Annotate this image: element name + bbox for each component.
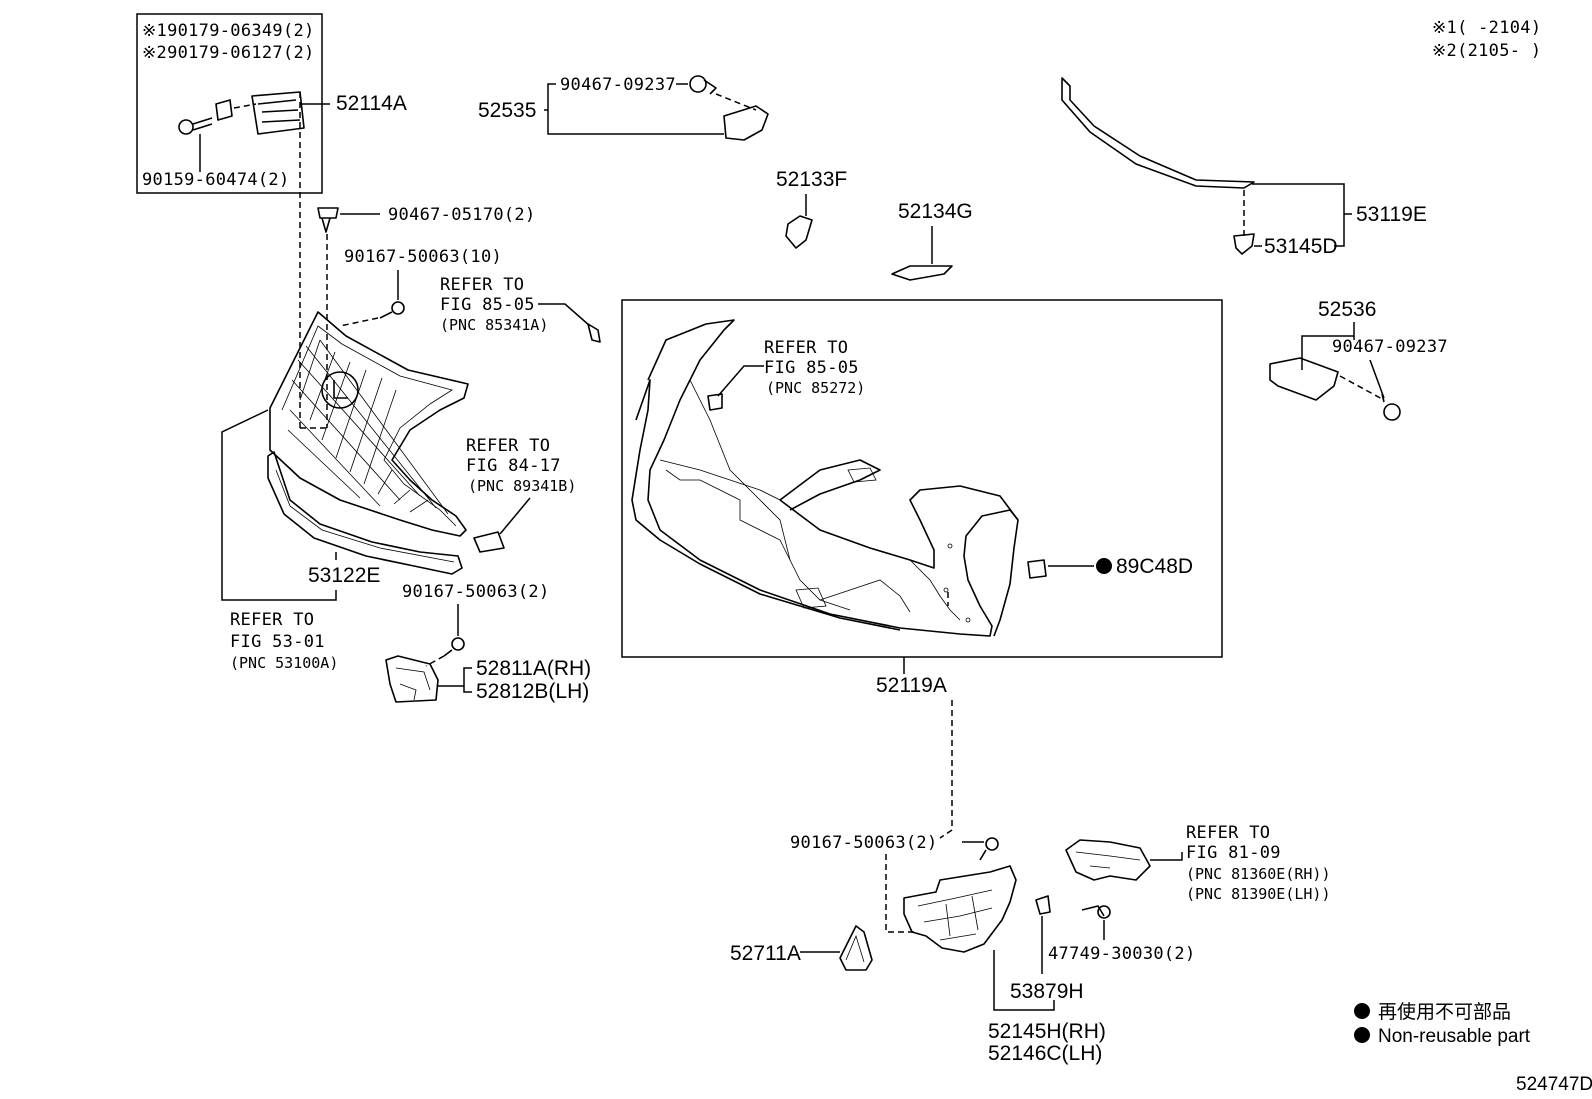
box-label-3: 90159-60474(2): [142, 170, 290, 190]
refer3-line2: FIG 84-17: [466, 456, 561, 476]
connector-89C48D-part: [1027, 559, 1047, 579]
box-label-1: ※190179-06349(2): [142, 21, 315, 41]
label-53145D: 53145D: [1264, 235, 1338, 258]
label-52812B: 52812B(LH): [476, 680, 589, 703]
refer3-line3: (PNC 89341B): [468, 477, 576, 495]
bumper-cover-box: [621, 299, 1223, 658]
label-52133F: 52133F: [776, 168, 847, 191]
license-bracket-part: [251, 91, 305, 135]
legend-jp: 再使用不可部品: [1378, 1001, 1511, 1023]
refer2-line1: REFER TO: [764, 338, 848, 358]
label-52711A: 52711A: [730, 942, 801, 965]
bracket-52811A-part: [385, 655, 439, 703]
legend-en: Non-reusable part: [1378, 1026, 1531, 1047]
screw-90167-50063-a: [379, 301, 405, 319]
clip-53145D-part: [1233, 233, 1255, 255]
label-89C48D: 89C48D: [1116, 555, 1193, 578]
legend-dot-jp: [1354, 1003, 1370, 1019]
diagram-id: 524747D: [1516, 1074, 1592, 1095]
box-label-2: ※290179-06127(2): [142, 43, 315, 63]
label-90167-50063-2b: 90167-50063(2): [790, 833, 938, 853]
lamp-81360E-part: [1065, 839, 1151, 881]
label-52146C: 52146C(LH): [988, 1042, 1102, 1065]
label-52536: 52536: [1318, 298, 1376, 321]
clip-nut-part: [215, 99, 233, 121]
refer1-line3: (PNC 85341A): [440, 316, 548, 334]
label-90167-50063-10: 90167-50063(10): [344, 247, 502, 267]
bracket-52133F-part: [785, 215, 813, 249]
label-52811A: 52811A(RH): [476, 657, 591, 680]
bracket-52134G-part: [891, 265, 953, 281]
label-90467-09237b: 90467-09237: [1332, 337, 1448, 357]
label-52134G: 52134G: [898, 200, 973, 223]
cover-52711A-part: [839, 925, 873, 971]
retainer-52535-part: [723, 105, 769, 141]
screw-90167-50063-b: [443, 637, 465, 657]
refer4-line2: FIG 53-01: [230, 632, 325, 652]
label-90467-09237a: 90467-09237: [560, 75, 676, 95]
lower-molding-part: [267, 451, 463, 575]
label-53879H: 53879H: [1010, 980, 1084, 1003]
refer1-line1: REFER TO: [440, 275, 524, 295]
refer2-line3: (PNC 85272): [766, 379, 865, 397]
clip-90467-05170: [317, 207, 339, 233]
clip-90467-09237a: [689, 75, 717, 95]
note-1: ※1( -2104): [1432, 18, 1541, 38]
refer5-line4: (PNC 81390E(LH)): [1186, 885, 1331, 903]
label-52535: 52535: [478, 99, 536, 122]
refer3-line1: REFER TO: [466, 436, 550, 456]
refer5-line3: (PNC 81360E(RH)): [1186, 865, 1331, 883]
bumper-cover-part: [631, 319, 1019, 637]
label-52119A: 52119A: [876, 674, 947, 697]
bracket-52145H-part: [903, 865, 1017, 953]
refer1-line2: FIG 85-05: [440, 295, 535, 315]
clip-90467-09237b: [1381, 393, 1401, 421]
label-53122E: 53122E: [308, 564, 380, 587]
label-52114A: 52114A: [336, 92, 407, 115]
front-grille-part: [269, 311, 469, 537]
hood-molding-53119E-part: [1061, 77, 1255, 189]
camera-89341B-part: [473, 531, 505, 553]
label-53119E: 53119E: [1356, 203, 1427, 226]
label-90167-50063-2a: 90167-50063(2): [402, 582, 550, 602]
label-90467-05170: 90467-05170(2): [388, 205, 536, 225]
bolt-part: [178, 117, 213, 172]
legend-dot-en: [1354, 1027, 1370, 1043]
screw-90167-50063-c: [979, 837, 999, 861]
screw-47749-30030: [1081, 905, 1111, 919]
label-47749-30030: 47749-30030(2): [1048, 944, 1196, 964]
retainer-52536-part: [1269, 357, 1339, 401]
refer4-line1: REFER TO: [230, 610, 314, 630]
refer5-line1: REFER TO: [1186, 823, 1270, 843]
refer5-line2: FIG 81-09: [1186, 843, 1281, 863]
refer4-line3: (PNC 53100A): [230, 654, 338, 672]
sensor-85272-part: [707, 393, 723, 411]
sensor-85341A-part: [587, 323, 601, 343]
label-52145H: 52145H(RH): [988, 1020, 1106, 1043]
clip-53879H-part: [1035, 895, 1051, 915]
non-reusable-marker: [1096, 558, 1112, 574]
note-2: ※2(2105- ): [1432, 41, 1541, 61]
refer2-line2: FIG 85-05: [764, 358, 859, 378]
